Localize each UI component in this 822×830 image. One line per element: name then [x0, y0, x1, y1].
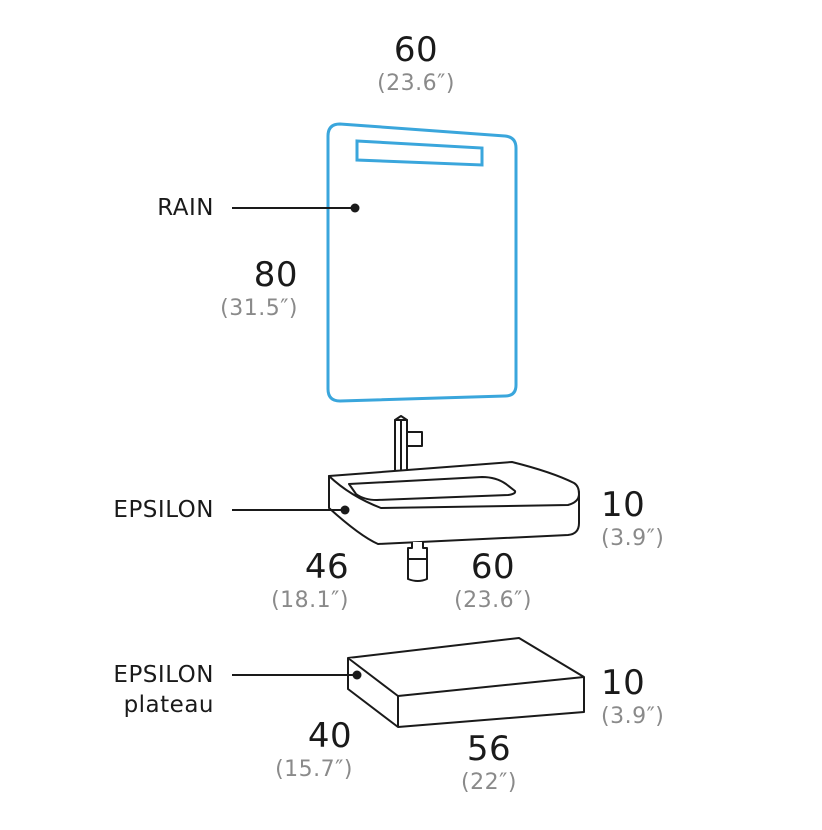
- basin-drawing: [328, 461, 580, 582]
- mirror-width-cm: 60: [393, 30, 439, 70]
- mirror-height-inches: (31.5″): [220, 296, 298, 321]
- plateau-depth-cm: 40: [307, 716, 353, 756]
- basin-name-label: EPSILON: [113, 497, 214, 523]
- basin-width-cm: 60: [470, 547, 516, 587]
- mirror-drawing: [326, 122, 518, 403]
- mirror-leader: [232, 203, 360, 213]
- mirror-light-strip: [355, 139, 484, 167]
- basin-thickness-cm: 10: [601, 485, 646, 525]
- mirror-outline: [326, 122, 518, 403]
- basin-leader: [232, 505, 350, 515]
- plateau-depth-inches: (15.7″): [275, 757, 353, 782]
- mirror-name-label: RAIN: [157, 195, 214, 221]
- mirror-height-cm: 80: [253, 255, 298, 295]
- plateau-leader: [232, 670, 362, 680]
- mirror-width-inches: (23.6″): [377, 71, 455, 96]
- plateau-width-cm: 56: [466, 729, 512, 769]
- plateau-thickness-inches: (3.9″): [601, 704, 665, 729]
- basin-depth-inches: (18.1″): [271, 588, 349, 613]
- plateau-name-label-line1: EPSILON: [113, 662, 214, 688]
- basin-thickness-inches: (3.9″): [601, 526, 665, 551]
- basin-depth-cm: 46: [304, 547, 350, 587]
- basin-width-inches: (23.6″): [454, 588, 532, 613]
- plateau-thickness-cm: 10: [601, 663, 646, 703]
- plateau-width-inches: (22″): [461, 770, 517, 795]
- plateau-name-label-line2: plateau: [123, 692, 214, 718]
- faucet-icon: [394, 415, 423, 477]
- plateau-drawing: [347, 637, 585, 728]
